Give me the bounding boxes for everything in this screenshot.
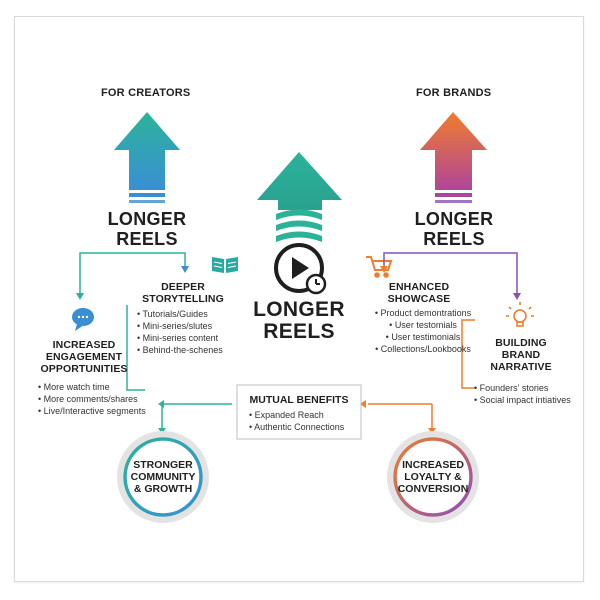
center-arrow — [257, 152, 342, 242]
list-item: Mini-series content — [137, 332, 223, 344]
storytelling-title: DEEPER STORYTELLING — [142, 281, 224, 305]
creators-title: LONGER REELS — [107, 209, 187, 249]
storytelling-list: Tutorials/Guides Mini-series/slutes Mini… — [137, 308, 223, 356]
brands-header: FOR BRANDS — [416, 87, 492, 99]
center-title: LONGER REELS — [253, 298, 345, 343]
showcase-list: Product demontrations User testomials Us… — [363, 307, 483, 355]
list-item: Product demontrations — [363, 307, 483, 319]
chat-bubble-icon — [72, 308, 94, 331]
list-item: User testomials — [363, 319, 483, 331]
engagement-list: More watch time More comments/shares Liv… — [38, 381, 146, 417]
diagram-frame — [14, 16, 584, 582]
list-item: Live/Interactive segments — [38, 405, 146, 417]
brand-circle — [387, 431, 479, 523]
list-item: Collections/Lookbooks — [363, 343, 483, 355]
list-item: More watch time — [38, 381, 146, 393]
shopping-cart-icon — [366, 256, 393, 278]
list-item: Social impact intiatives — [474, 394, 571, 406]
creator-circle — [117, 431, 209, 523]
engagement-title: INCREASED ENGAGEMENT OPPORTUNITIES — [40, 339, 128, 375]
list-item: Founders’ stories — [474, 382, 571, 394]
list-item: Authentic Connections — [249, 421, 344, 433]
list-item: Tutorials/Guides — [137, 308, 223, 320]
mutual-benefits-list: Expanded Reach Authentic Connections — [249, 409, 344, 433]
list-item: Expanded Reach — [249, 409, 344, 421]
list-item: More comments/shares — [38, 393, 146, 405]
showcase-title: ENHANCED SHOWCASE — [387, 281, 451, 305]
creators-header: FOR CREATORS — [101, 87, 191, 99]
list-item: Mini-series/slutes — [137, 320, 223, 332]
list-item: User testimonials — [363, 331, 483, 343]
mutual-benefits-title: MUTUAL BENEFITS — [249, 394, 349, 406]
list-item: Behind-the-schenes — [137, 344, 223, 356]
creator-circle-label: STRONGER COMMUNITY & GROWTH — [130, 459, 196, 495]
brands-title: LONGER REELS — [414, 209, 494, 249]
narrative-title: BUILDING BRAND NARRATIVE — [490, 337, 552, 373]
brand-arrow — [420, 112, 487, 203]
book-icon — [212, 257, 238, 273]
brand-circle-label: INCREASED LOYALTY & CONVERSION — [397, 459, 469, 495]
lightbulb-icon — [506, 302, 534, 327]
play-clock-icon — [274, 243, 327, 295]
narrative-list: Founders’ stories Social impact intiativ… — [474, 382, 571, 406]
creator-arrow — [114, 112, 180, 203]
